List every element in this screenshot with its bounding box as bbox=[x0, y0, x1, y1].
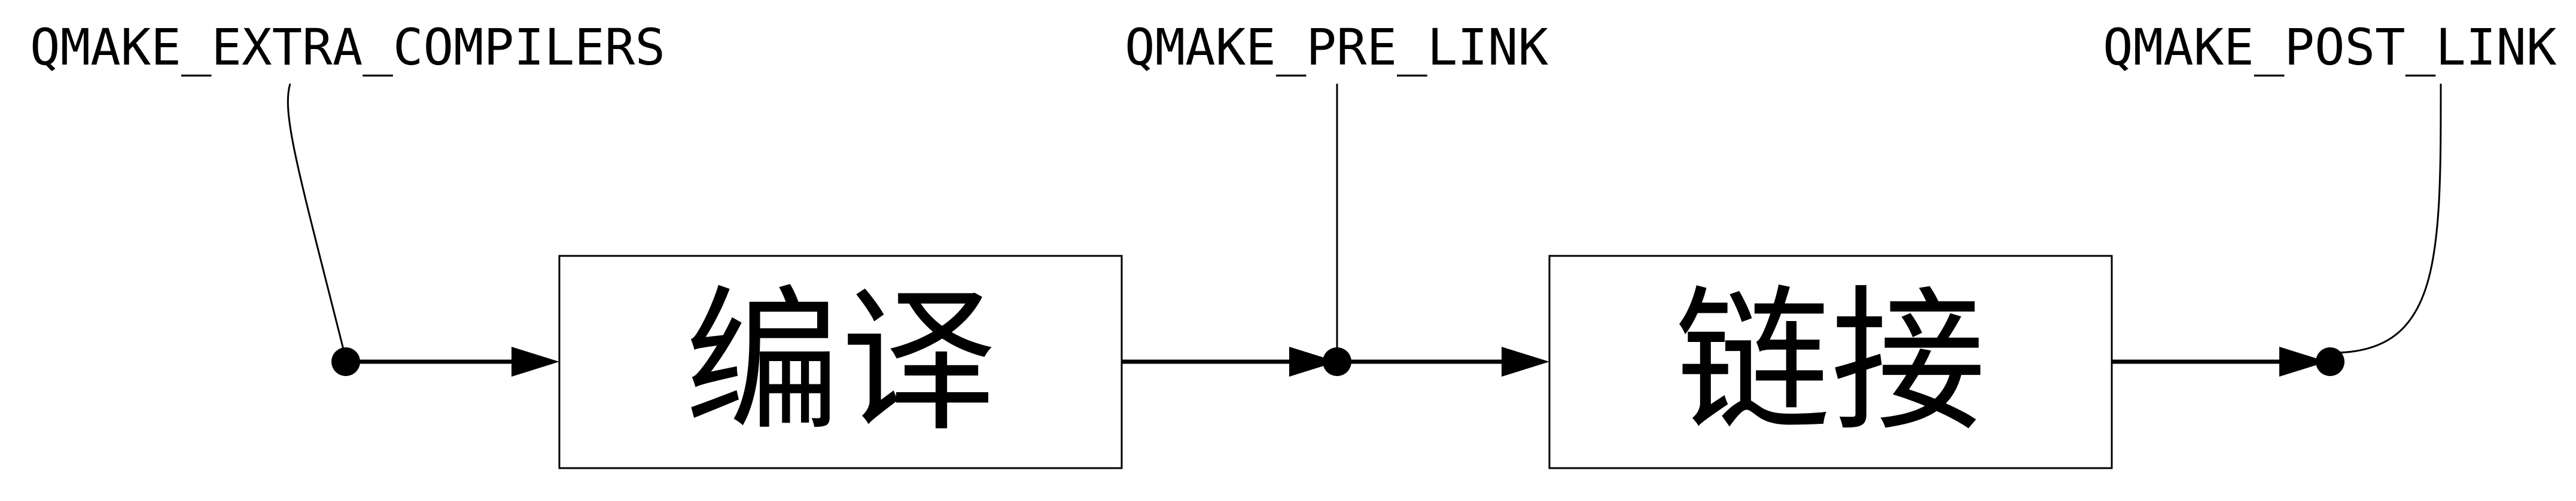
junction-dot-end bbox=[2316, 347, 2344, 376]
hook-label-extra-compilers: QMAKE_EXTRA_COMPILERS bbox=[30, 18, 665, 77]
hook-label-post-link: QMAKE_POST_LINK bbox=[2103, 18, 2557, 77]
hook-wire-extra-compilers bbox=[287, 83, 347, 359]
hook-wire-post-link bbox=[2333, 83, 2442, 354]
flow-arrow-prelink-to-link bbox=[1337, 347, 1549, 377]
stage-label-compile: 编译 bbox=[685, 272, 996, 453]
flow-arrow-link-to-end bbox=[2112, 347, 2327, 377]
flow-arrow-compile-to-prelink bbox=[1122, 347, 1337, 377]
junction-dot-start bbox=[331, 347, 360, 376]
hook-label-pre-link: QMAKE_PRE_LINK bbox=[1125, 18, 1548, 77]
junction-dot-pre-link bbox=[1323, 347, 1351, 376]
flow-arrow-start-to-compile bbox=[346, 347, 559, 377]
stage-label-link: 链接 bbox=[1675, 272, 1986, 453]
stage-box-compile bbox=[558, 255, 1123, 469]
stage-box-link bbox=[1548, 255, 2113, 469]
